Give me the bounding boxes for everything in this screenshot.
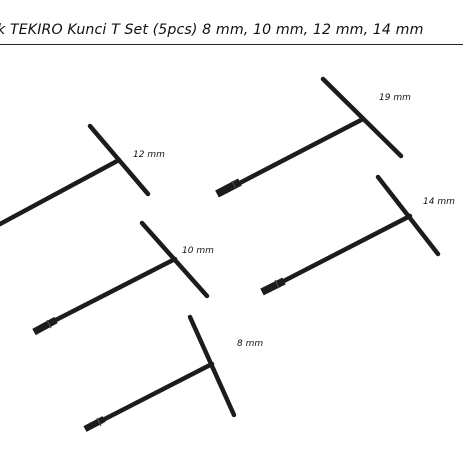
t-wrench-8mm-socket <box>83 416 106 432</box>
t-wrench-14mm: 14 mm <box>260 174 455 296</box>
t-wrench-10mm: 10 mm <box>32 220 214 336</box>
t-wrench-8mm-socket-ring <box>96 417 102 427</box>
t-wrench-12mm: 12 mm <box>0 123 165 227</box>
t-wrench-19mm: 19 mm <box>215 76 411 198</box>
t-wrench-10mm-label: 10 mm <box>182 246 214 256</box>
t-wrench-19mm-socket-ring <box>231 180 237 190</box>
t-wrench-14mm-shaft <box>273 213 413 288</box>
t-wrench-10mm-socket-ring <box>46 319 52 329</box>
t-wrench-8mm-label: 8 mm <box>237 339 263 349</box>
t-wrench-10mm-shaft <box>45 256 178 327</box>
t-wrench-12mm-shaft <box>0 157 122 227</box>
t-wrench-14mm-socket <box>260 277 286 296</box>
t-wrench-14mm-label: 14 mm <box>423 197 455 207</box>
title-divider <box>0 44 463 45</box>
t-wrench-19mm-shaft <box>229 116 366 190</box>
t-wrench-8mm: 8 mm <box>83 314 263 432</box>
product-title: ik TEKIRO Kunci T Set (5pcs) 8 mm, 10 mm… <box>0 22 424 38</box>
t-wrench-12mm-label: 12 mm <box>133 150 165 160</box>
t-wrench-8mm-shaft <box>94 361 215 426</box>
t-wrench-14mm-socket-ring <box>274 279 280 289</box>
t-wrench-10mm-socket <box>32 316 58 336</box>
t-wrench-19mm-socket <box>215 178 242 198</box>
t-wrench-19mm-label: 19 mm <box>379 93 411 103</box>
